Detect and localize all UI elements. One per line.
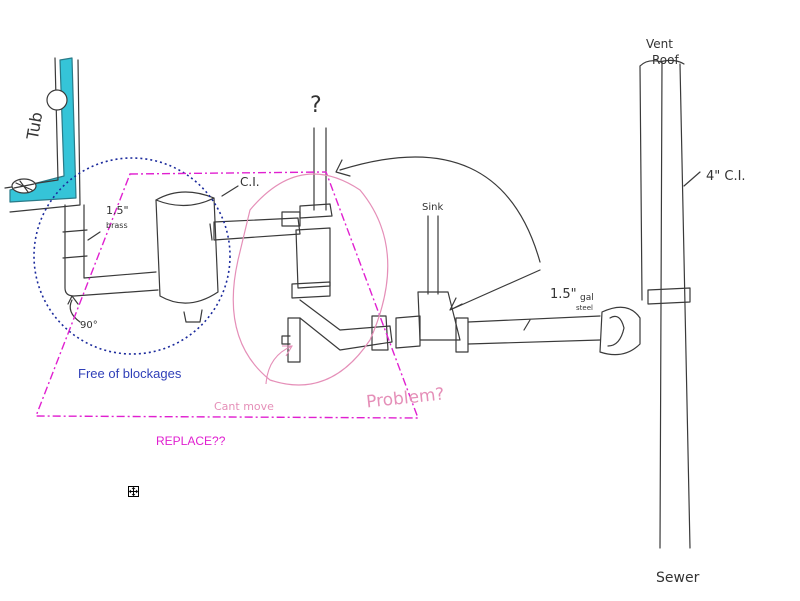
blockage-circle bbox=[33, 157, 231, 355]
label-roof: Roof bbox=[652, 53, 679, 67]
label-galv-unit: gal bbox=[580, 293, 594, 303]
label-galv-material: steel bbox=[576, 304, 593, 312]
sink-drain bbox=[395, 215, 469, 353]
move-cross-icon[interactable] bbox=[128, 486, 139, 497]
label-sewer: Sewer bbox=[656, 570, 700, 586]
tub-drain-pipe bbox=[62, 204, 159, 297]
label-sink: Sink bbox=[422, 202, 443, 213]
drum-trap bbox=[155, 185, 301, 323]
label-cant-move: Cant move bbox=[214, 400, 274, 413]
label-problem: Problem? bbox=[365, 384, 445, 412]
tub bbox=[4, 57, 81, 213]
galv-steel-pipe bbox=[467, 315, 601, 345]
main-stack bbox=[599, 59, 701, 549]
label-tub-pipe-size: 1.5" bbox=[106, 204, 129, 217]
curved-arrow bbox=[335, 156, 541, 263]
replace-note: REPLACE?? bbox=[156, 434, 226, 448]
label-tub: Tub bbox=[23, 110, 47, 142]
label-angle: 90° bbox=[80, 320, 98, 331]
label-ci-main: 4" C.I. bbox=[706, 169, 746, 184]
label-tub-pipe-note: brass bbox=[106, 221, 128, 230]
arrow-to-trap bbox=[449, 269, 541, 311]
arrow-to-angle bbox=[67, 295, 81, 323]
replace-region bbox=[34, 171, 420, 419]
problem-circle bbox=[232, 173, 389, 386]
free-of-blockages-note: Free of blockages bbox=[78, 366, 182, 381]
cant-move-arrow bbox=[265, 345, 293, 385]
label-ci-small: C.I. bbox=[240, 175, 260, 189]
label-galv-size: 1.5" bbox=[550, 287, 577, 302]
label-question: ? bbox=[310, 93, 322, 118]
label-vent: Vent bbox=[646, 37, 673, 51]
